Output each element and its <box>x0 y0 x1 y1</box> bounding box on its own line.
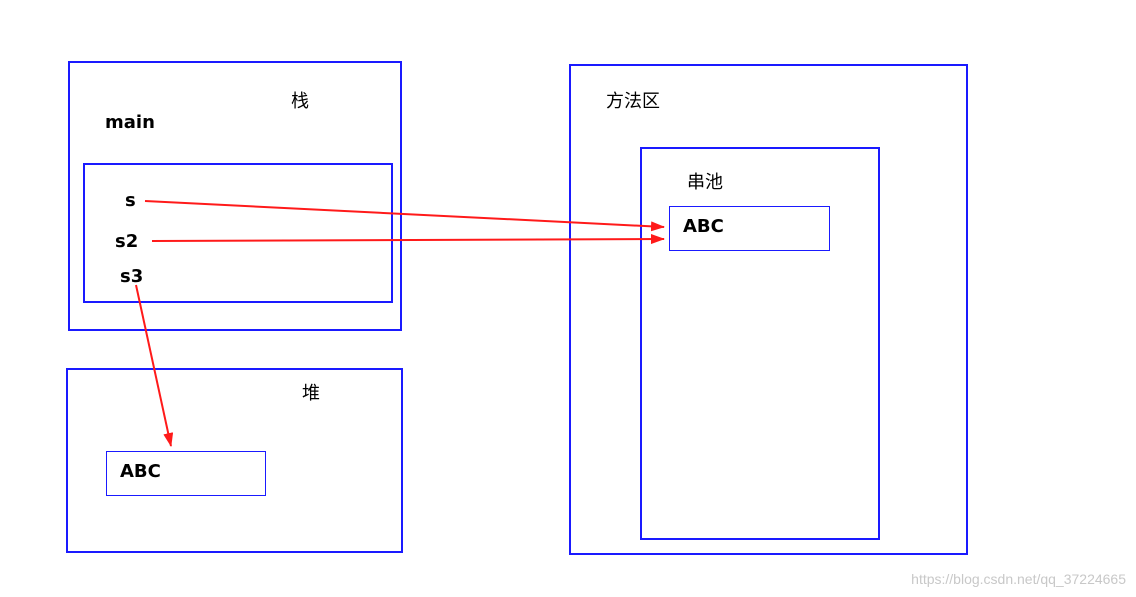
string-pool-title: 串池 <box>687 172 723 193</box>
heap-abc-value: ABC <box>120 461 161 482</box>
pool-abc-object <box>669 206 830 251</box>
method-area-title: 方法区 <box>606 91 660 112</box>
heap-region <box>66 368 403 553</box>
var-s: s <box>125 190 136 211</box>
main-frame-label: main <box>105 112 155 133</box>
pool-abc-value: ABC <box>683 216 724 237</box>
watermark: https://blog.csdn.net/qq_37224665 <box>911 571 1126 587</box>
var-s2: s2 <box>115 231 139 252</box>
heap-title: 堆 <box>302 383 320 404</box>
heap-abc-object <box>106 451 266 496</box>
string-pool <box>640 147 880 540</box>
arrow-s-to-pool <box>144 200 665 232</box>
arrow-s2-to-pool <box>151 234 665 245</box>
stack-region <box>68 61 402 331</box>
method-area-region <box>569 64 968 555</box>
main-frame <box>83 163 393 303</box>
var-s3: s3 <box>120 266 144 287</box>
arrow-s3-to-heap <box>135 284 174 447</box>
stack-title: 栈 <box>291 91 309 112</box>
